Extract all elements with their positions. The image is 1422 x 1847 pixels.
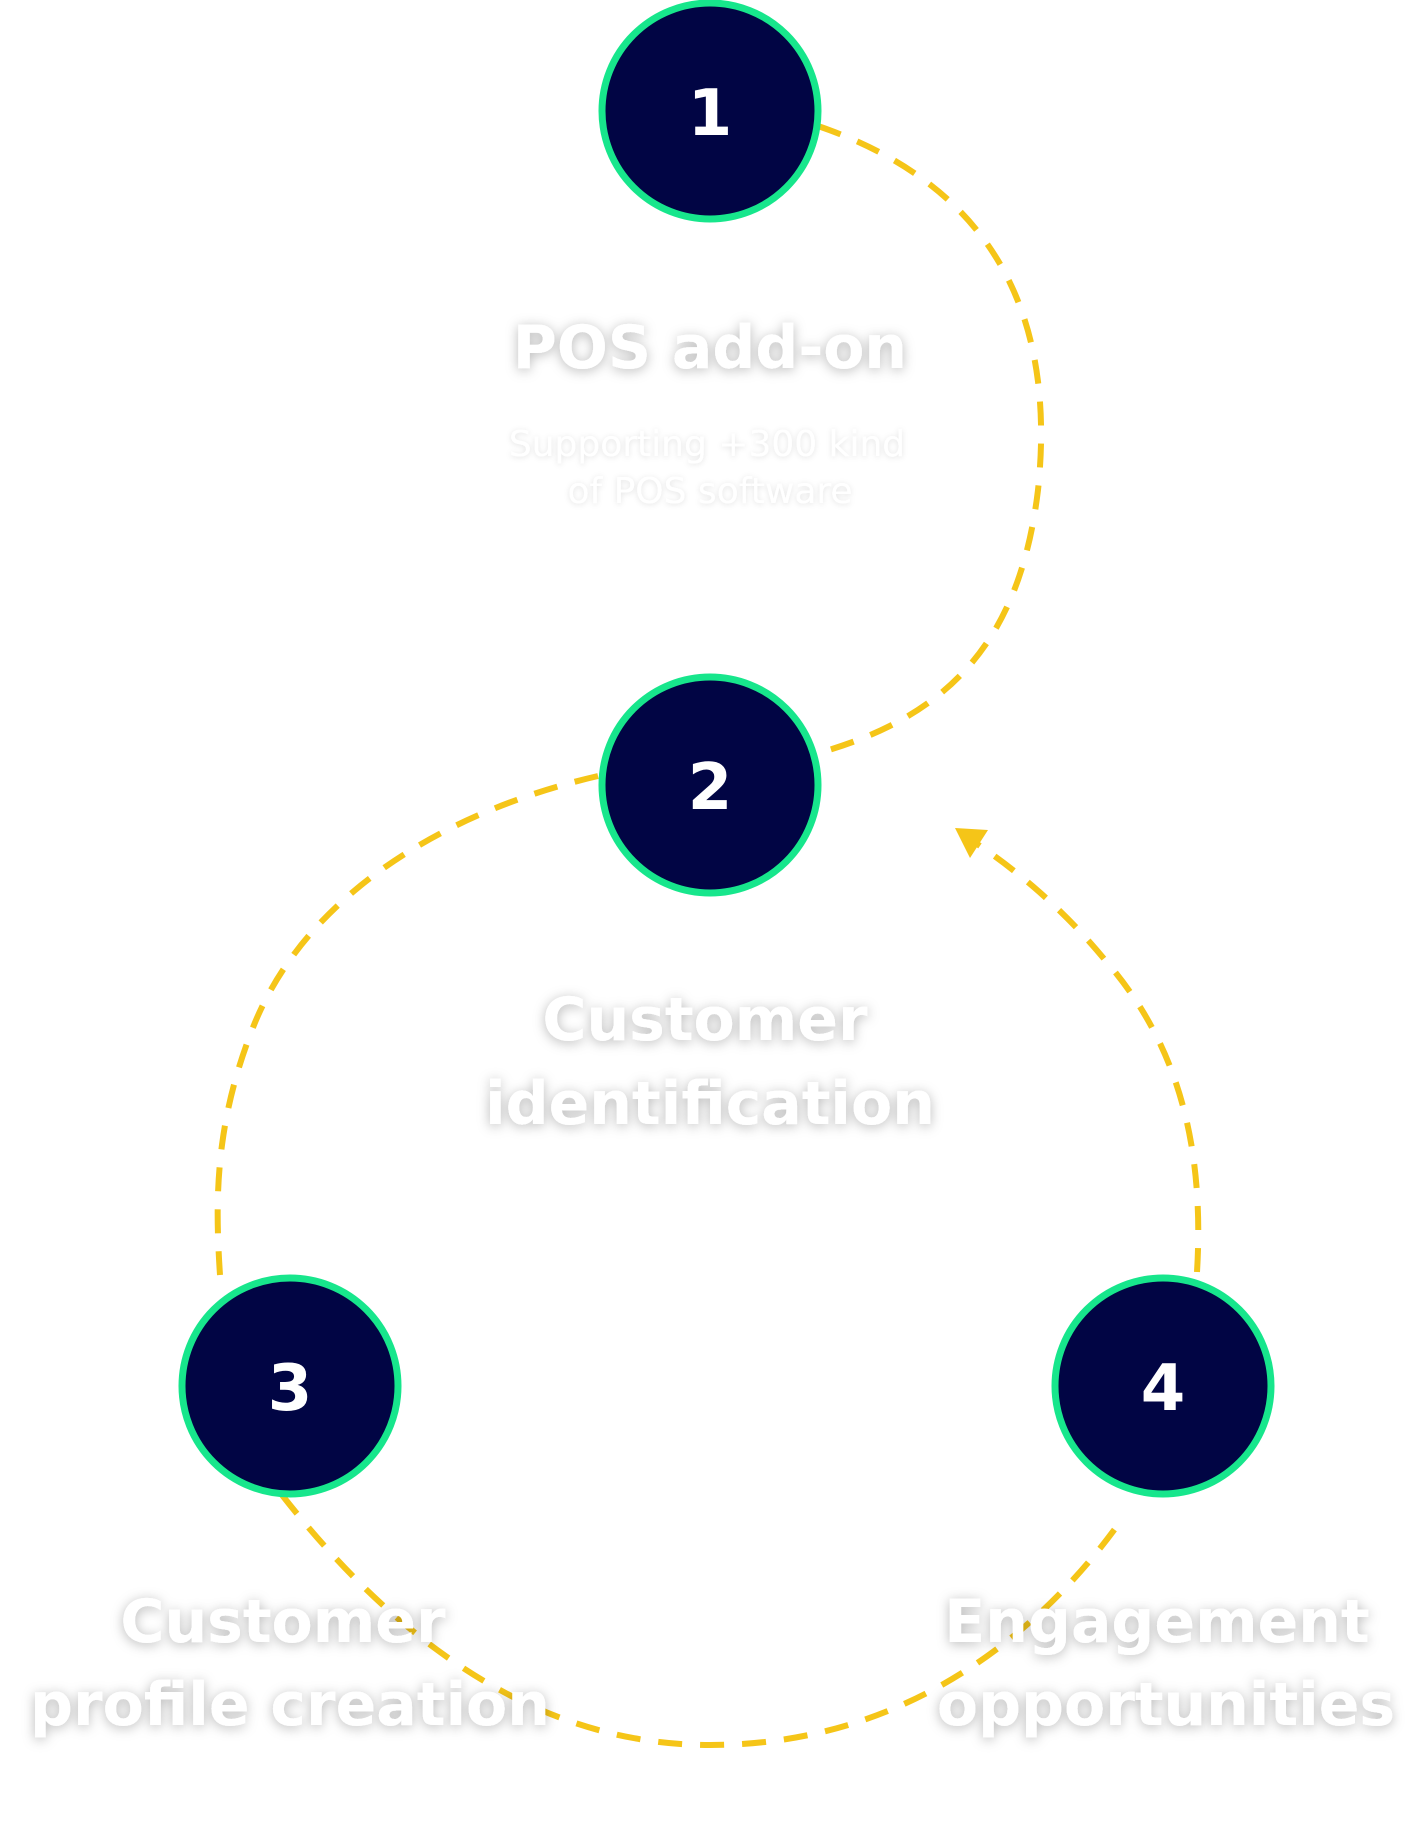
step-1-subtitle-line-1: Supporting +300 kind: [509, 424, 905, 465]
arrowhead: [955, 828, 988, 858]
step-4-number: 4: [1141, 1352, 1186, 1426]
connector-4-to-2: [966, 835, 1202, 1273]
step-3: 3 Customer profile creation: [30, 1274, 550, 1740]
step-1-circle: [598, 0, 822, 223]
step-3-title-line-2: profile creation: [30, 1670, 550, 1740]
step-1-number: 1: [688, 77, 733, 151]
step-2-title-line-2: identification: [485, 1069, 935, 1139]
step-4-title-line-1: Engagement: [944, 1587, 1369, 1657]
step-3-title-line-1: Customer: [120, 1587, 446, 1657]
step-4-circle: [1051, 1274, 1275, 1498]
step-3-circle: [178, 1274, 402, 1498]
connector-3-to-4: [279, 1493, 1128, 1749]
step-1: 1 POS add-on Supporting +300 kind of POS…: [509, 0, 907, 512]
step-4: 4 Engagement opportunities: [937, 1274, 1395, 1740]
step-1-subtitle-line-2: of POS software: [567, 471, 852, 512]
step-4-title-line-2: opportunities: [937, 1670, 1395, 1740]
step-1-title: POS add-on: [513, 313, 907, 383]
step-2-circle: [598, 673, 822, 897]
step-3-number: 3: [268, 1352, 313, 1426]
connector-2-to-3: [214, 773, 599, 1276]
step-2: 2 Customer identification: [485, 673, 935, 1139]
step-2-number: 2: [688, 751, 733, 825]
step-2-title-line-1: Customer: [542, 985, 868, 1055]
